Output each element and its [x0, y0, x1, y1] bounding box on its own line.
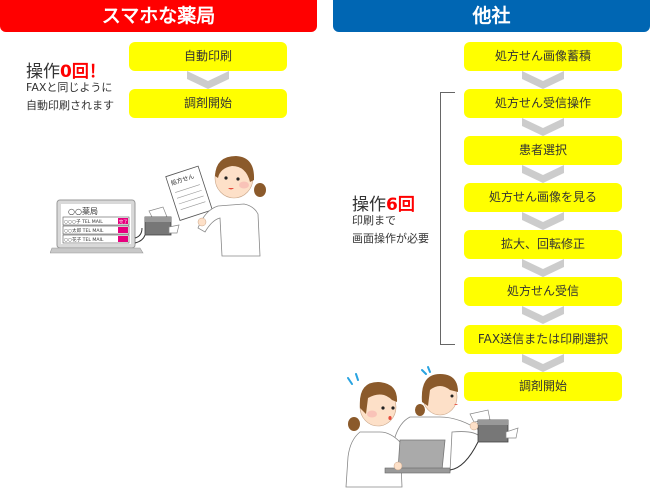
busy-pharmacists-illustration: [345, 366, 519, 488]
laptop-title: ○○薬局: [68, 206, 98, 216]
left-headline-count: 0回！: [60, 62, 106, 82]
right-headline-count: 6回: [386, 195, 415, 215]
left-step: 自動印刷: [129, 42, 287, 71]
right-step: 調剤開始: [464, 372, 622, 401]
right-note-line: 印刷まで: [352, 214, 396, 227]
left-step: 調剤開始: [129, 89, 287, 118]
right-headline: 操作6回: [352, 190, 415, 215]
header-other-company: 他社: [333, 0, 650, 32]
laptop-row: ○○花子 TEL MAIL: [64, 236, 104, 243]
right-step: 拡大、回転修正: [464, 230, 622, 259]
right-note: 印刷まで 画面操作が必要: [352, 212, 429, 248]
right-step: 処方せん受信: [464, 277, 622, 306]
right-step: FAX送信または印刷選択: [464, 325, 622, 354]
laptop-illustration: ○○薬局 ○○○子 TEL MAIL ○○太郎 TEL MAIL ○○花子 TE…: [50, 199, 144, 254]
pharmacist-illustration: 処方せん: [165, 156, 266, 257]
status-badge: 完了: [119, 218, 127, 225]
laptop-row: ○○○子 TEL MAIL: [64, 218, 103, 225]
operation-bracket: [440, 92, 455, 345]
arrow-down-icon: [522, 306, 564, 324]
header-smartphone-pharmacy: スマホな薬局: [0, 0, 317, 32]
arrow-down-icon: [522, 354, 564, 372]
right-note-line: 画面操作が必要: [352, 232, 429, 245]
printer-icon: [135, 206, 180, 244]
laptop-row: ○○太郎 TEL MAIL: [64, 227, 104, 234]
right-headline-prefix: 操作: [352, 195, 386, 215]
arrow-down-icon: [522, 165, 564, 183]
right-step: 処方せん画像蓄積: [464, 42, 622, 71]
right-step: 処方せん受信操作: [464, 89, 622, 118]
left-headline-prefix: 操作: [26, 62, 60, 82]
left-headline: 操作0回！: [26, 57, 106, 82]
arrow-down-icon: [522, 259, 564, 277]
left-note: FAXと同じように 自動印刷されます: [26, 79, 114, 115]
right-step: 患者選択: [464, 136, 622, 165]
arrow-down-icon: [522, 118, 564, 136]
left-note-line: FAXと同じように: [26, 81, 113, 94]
arrow-down-icon: [522, 71, 564, 89]
arrow-down-icon: [187, 71, 229, 89]
arrow-down-icon: [522, 212, 564, 230]
right-step: 処方せん画像を見る: [464, 183, 622, 212]
left-note-line: 自動印刷されます: [26, 99, 114, 112]
